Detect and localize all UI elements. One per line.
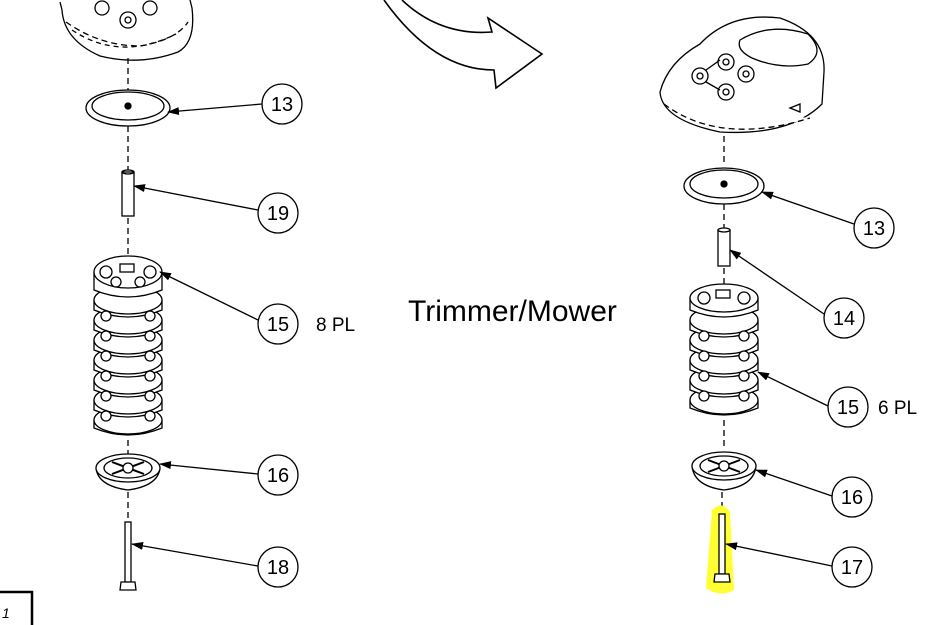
quantity-label: 6 PL bbox=[878, 398, 917, 419]
left-head-housing bbox=[59, 0, 194, 61]
right-blade-stack bbox=[689, 283, 759, 416]
left-callout-13: 13 bbox=[261, 83, 303, 125]
left-callout-16: 16 bbox=[257, 454, 299, 496]
callout-label: 14 bbox=[833, 308, 855, 330]
callout-label: 16 bbox=[267, 465, 289, 487]
right-callout-15: 15 6 PL bbox=[827, 386, 917, 428]
diagram-center-label: Trimmer/Mower bbox=[408, 295, 617, 328]
left-assembly bbox=[59, 0, 194, 591]
left-callouts bbox=[131, 103, 263, 567]
right-callouts bbox=[725, 191, 855, 567]
right-callout-16: 16 bbox=[831, 476, 873, 518]
left-callout-15: 15 8 PL bbox=[257, 303, 355, 345]
left-bolt bbox=[119, 521, 137, 591]
callout-label: 19 bbox=[267, 203, 289, 225]
frame-corner: 1 bbox=[0, 590, 34, 625]
frame-corner-label: 1 bbox=[2, 605, 10, 621]
left-drive-cup bbox=[95, 453, 161, 491]
right-callout-17: 17 bbox=[831, 546, 873, 588]
right-bolt-highlight bbox=[706, 505, 734, 594]
left-callout-18: 18 bbox=[257, 546, 299, 588]
callout-label: 16 bbox=[841, 487, 863, 509]
callout-label: 15 bbox=[837, 397, 859, 419]
callout-label: 13 bbox=[863, 218, 885, 240]
transition-arrow bbox=[383, 0, 544, 90]
quantity-label: 8 PL bbox=[316, 315, 355, 336]
callout-label: 13 bbox=[271, 94, 293, 116]
right-drive-cup bbox=[691, 451, 757, 491]
right-washer-disc bbox=[683, 167, 765, 205]
left-washer-disc bbox=[85, 89, 171, 127]
left-blade-stack bbox=[93, 255, 163, 436]
callout-label: 15 bbox=[267, 314, 289, 336]
callout-label: 17 bbox=[841, 557, 863, 579]
right-callout-13: 13 bbox=[853, 207, 895, 249]
right-head-housing bbox=[659, 16, 825, 134]
right-assembly bbox=[659, 16, 825, 510]
callout-label: 18 bbox=[267, 557, 289, 579]
right-spacer-tube bbox=[717, 227, 731, 267]
left-spacer-tube bbox=[121, 169, 135, 217]
right-callout-14: 14 bbox=[823, 297, 865, 339]
left-callout-19: 19 bbox=[257, 192, 299, 234]
